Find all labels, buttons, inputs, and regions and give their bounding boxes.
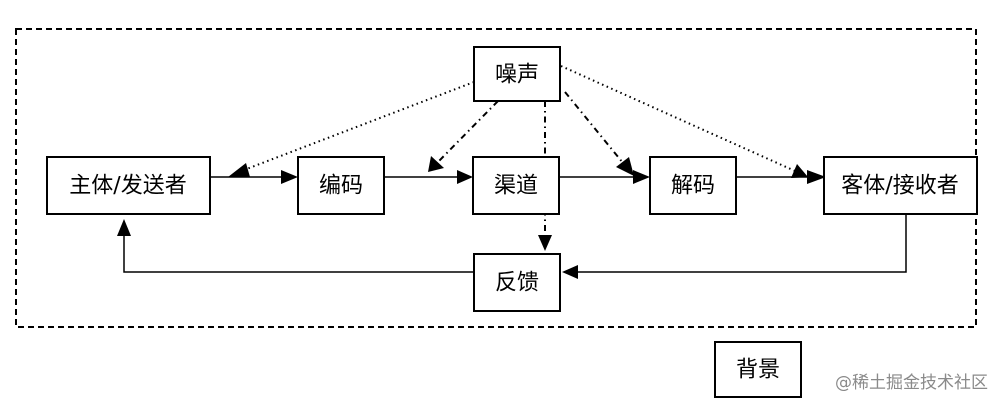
node-encode-label: 编码 (319, 174, 363, 199)
arrow-decode-to-receiver-head (807, 170, 826, 184)
noise-line-to-encode-channel (436, 100, 499, 164)
node-encode: 编码 (297, 156, 385, 215)
node-context: 背景 (714, 341, 802, 398)
arrow-noise-to-feedback-head (538, 235, 552, 251)
node-feedback: 反馈 (473, 253, 561, 312)
context-boundary (15, 28, 977, 328)
arrow-noise-to-decode-head (616, 157, 634, 176)
watermark-text: @稀土掘金技术社区 (835, 373, 988, 393)
node-channel-label: 渠道 (494, 174, 538, 199)
arrow-feedback-to-sender-head (117, 219, 131, 236)
node-sender-label: 主体/发送者 (69, 174, 186, 199)
arrow-noise-to-receiver-head (791, 164, 808, 178)
arrow-sender-to-encode-head (281, 170, 298, 184)
line-feedback-to-sender (123, 235, 474, 273)
node-receiver-label: 客体/接收者 (841, 174, 958, 199)
arrow-channel-to-decode-head (633, 170, 650, 184)
node-feedback-label: 反馈 (495, 271, 539, 296)
node-channel: 渠道 (472, 156, 560, 215)
noise-line-to-receiver (560, 65, 796, 172)
node-decode-label: 解码 (671, 174, 715, 199)
arrow-noise-to-sender-head (228, 163, 250, 177)
node-sender: 主体/发送者 (46, 156, 211, 215)
node-decode: 解码 (649, 156, 737, 215)
arrow-noise-to-encode-channel-head (428, 156, 444, 172)
node-receiver: 客体/接收者 (823, 156, 978, 215)
noise-line-to-sender (243, 81, 475, 171)
arrow-receiver-to-feedback-head (562, 265, 578, 279)
node-context-label: 背景 (736, 358, 780, 383)
line-receiver-to-feedback (575, 214, 907, 273)
noise-line-to-decode (564, 91, 624, 164)
node-noise: 噪声 (473, 46, 561, 102)
node-noise-label: 噪声 (495, 63, 539, 88)
arrow-encode-to-channel-head (457, 170, 473, 184)
